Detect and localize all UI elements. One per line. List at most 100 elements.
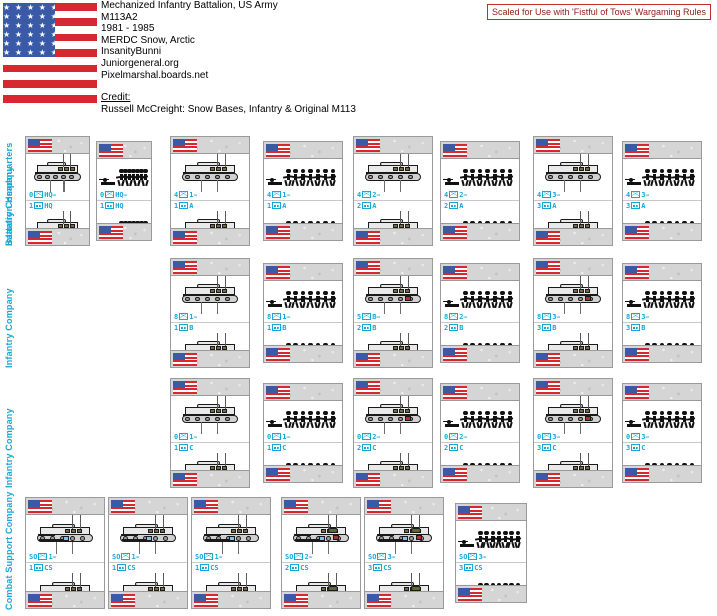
label-prefix: 8 <box>626 313 631 321</box>
label-suffix: HQ <box>44 191 53 199</box>
label-prefix: 3 <box>537 202 542 210</box>
snow-base-bottom <box>26 228 89 245</box>
unit-symbol-icon <box>468 553 478 560</box>
unit-symbol-icon <box>362 202 372 209</box>
mini-us-flag <box>536 261 560 274</box>
label-prefix: 0 <box>29 191 34 199</box>
label-suffix: B <box>372 324 377 332</box>
unit-symbol-icon <box>631 313 641 320</box>
mini-us-flag <box>111 500 135 513</box>
label-suffix: 3 <box>552 313 557 321</box>
unit-symbol-icon <box>272 313 282 320</box>
unit-art-top <box>623 281 701 314</box>
mini-us-flag <box>443 144 467 157</box>
label-suffix: HQ <box>44 202 53 210</box>
mini-us-flag <box>443 266 467 279</box>
label-suffix: A <box>552 202 557 210</box>
label-prefix: 1 <box>174 202 179 210</box>
mini-us-flag <box>111 594 135 607</box>
unit-symbol-icon <box>272 191 282 198</box>
mini-us-flag <box>625 386 649 399</box>
label-suffix: A <box>189 202 194 210</box>
mini-us-flag <box>443 386 467 399</box>
snow-base-bottom <box>282 591 360 608</box>
label-prefix: 4 <box>357 191 362 199</box>
snow-base-bottom <box>534 470 612 487</box>
snow-base-top <box>441 142 519 159</box>
unit-symbol-icon <box>631 433 641 440</box>
dots-icon: ⋯ <box>376 192 381 199</box>
unit-symbol-icon <box>34 202 44 209</box>
unit-art-top <box>534 154 612 192</box>
mini-us-flag <box>458 506 482 519</box>
label-suffix: 1 <box>189 191 194 199</box>
unit-art-top <box>171 276 249 314</box>
mini-us-flag <box>28 139 52 152</box>
unit-art-top <box>623 159 701 192</box>
label-prefix: SO <box>459 553 468 561</box>
label-prefix: 3 <box>459 564 464 572</box>
unit-symbol-icon <box>631 324 641 331</box>
label-prefix: 1 <box>100 202 105 210</box>
unit-symbol-icon <box>294 553 304 560</box>
label-prefix: 1 <box>267 324 272 332</box>
unit-symbol-icon <box>449 191 459 198</box>
snow-base-bottom <box>264 465 342 482</box>
label-suffix: CS <box>300 564 309 572</box>
label-prefix: 3 <box>626 444 631 452</box>
snow-base-top <box>109 498 187 515</box>
unit-symbol-icon <box>179 324 189 331</box>
label-prefix: 8 <box>537 313 542 321</box>
label-suffix: 2 <box>459 191 464 199</box>
unit-symbol-icon <box>362 191 372 198</box>
snow-base-top <box>282 498 360 515</box>
label-suffix: 2 <box>372 191 377 199</box>
snow-base-bottom <box>354 350 432 367</box>
unit-art-top <box>26 154 89 192</box>
mini-us-flag <box>266 468 290 481</box>
label-suffix: CS <box>383 564 392 572</box>
label-suffix: 1 <box>214 553 219 561</box>
dots-icon: ⋯ <box>308 554 313 561</box>
label-suffix: HQ <box>115 191 124 199</box>
label-prefix: 4 <box>537 191 542 199</box>
dots-icon: ⋯ <box>463 192 468 199</box>
